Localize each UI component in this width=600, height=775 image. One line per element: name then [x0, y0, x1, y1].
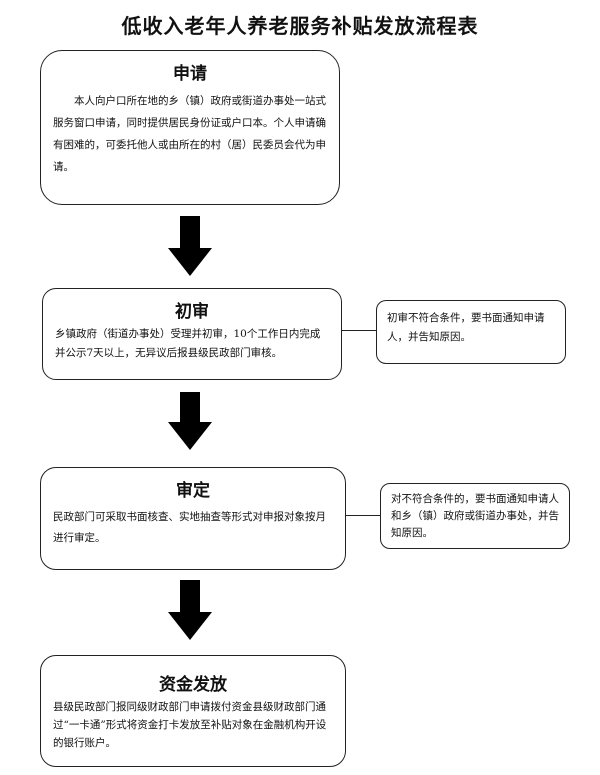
- connector-line: [346, 515, 380, 516]
- side-note-approval: 对不符合条件的，要书面通知申请人和乡（镇）政府或街道办事处，并告知原因。: [380, 483, 570, 549]
- step-preliminary-review-text: 乡镇政府（街道办事处）受理并初审，10个工作日内完成并公示7天以上，无异议后报县…: [55, 328, 321, 359]
- step-apply-text: 本人向户口所在地的乡（镇）政府或街道办事处一站式服务窗口申请，同时提供居民身份证…: [53, 95, 326, 173]
- connector-line: [342, 330, 376, 331]
- side-note-preliminary: 初审不符合条件，要书面通知申请人，并告知原因。: [376, 300, 566, 364]
- step-approval-box: 审定 民政部门可采取书面核查、实地抽查等形式对申报对象按月进行审定。: [40, 467, 346, 570]
- step-preliminary-review-title: 初审: [175, 302, 209, 322]
- step-approval-title: 审定: [176, 481, 210, 501]
- step-apply-box: 申请 本人向户口所在地的乡（镇）政府或街道办事处一站式服务窗口申请，同时提供居民…: [40, 50, 340, 205]
- down-arrow-icon: [168, 580, 212, 640]
- step-fund-disbursement-text: 县级民政部门报同级财政部门申请拨付资金县级财政部门通过“一卡通”形式将资金打卡发…: [53, 701, 327, 749]
- page-title: 低收入老年人养老服务补贴发放流程表: [121, 14, 479, 38]
- step-approval-text: 民政部门可采取书面核查、实地抽查等形式对申报对象按月进行审定。: [53, 511, 326, 544]
- step-preliminary-review-box: 初审 乡镇政府（街道办事处）受理并初审，10个工作日内完成并公示7天以上，无异议…: [42, 288, 342, 380]
- step-fund-disbursement-title: 资金发放: [159, 675, 227, 695]
- step-apply-title: 申请: [173, 64, 207, 84]
- down-arrow-icon: [168, 216, 212, 276]
- step-fund-disbursement-box: 资金发放 县级民政部门报同级财政部门申请拨付资金县级财政部门通过“一卡通”形式将…: [40, 655, 346, 767]
- down-arrow-icon: [168, 392, 212, 450]
